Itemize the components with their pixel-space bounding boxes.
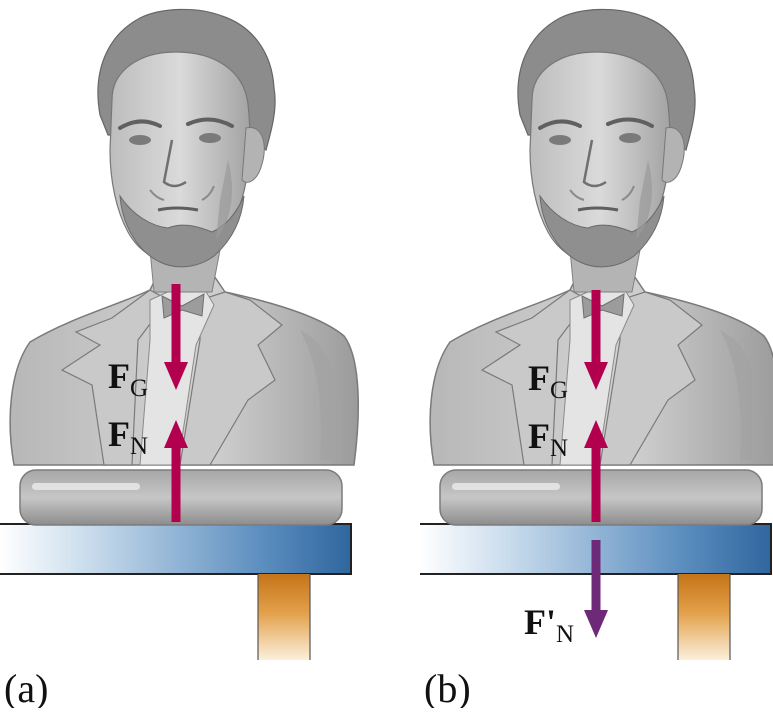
- arrow-gravity-b: [584, 290, 608, 390]
- panel-a: FG FN (a): [0, 7, 361, 711]
- table-a: [0, 523, 353, 661]
- label-fn-a: FN: [108, 414, 148, 460]
- label-fg-b: FG: [528, 358, 568, 404]
- arrow-normal-a: [164, 420, 188, 522]
- label-fn-b: FN: [528, 416, 568, 462]
- label-fn-prime-b: F'N: [524, 602, 574, 648]
- panel-label-a: (a): [4, 666, 48, 708]
- panel-label-b: (b): [424, 666, 471, 708]
- arrow-gravity-a: [164, 284, 188, 390]
- arrow-reaction-b: [584, 540, 608, 638]
- arrow-normal-b: [584, 420, 608, 522]
- label-fg-a: FG: [108, 356, 148, 402]
- panel-b: FG FN F'N (b): [419, 7, 773, 711]
